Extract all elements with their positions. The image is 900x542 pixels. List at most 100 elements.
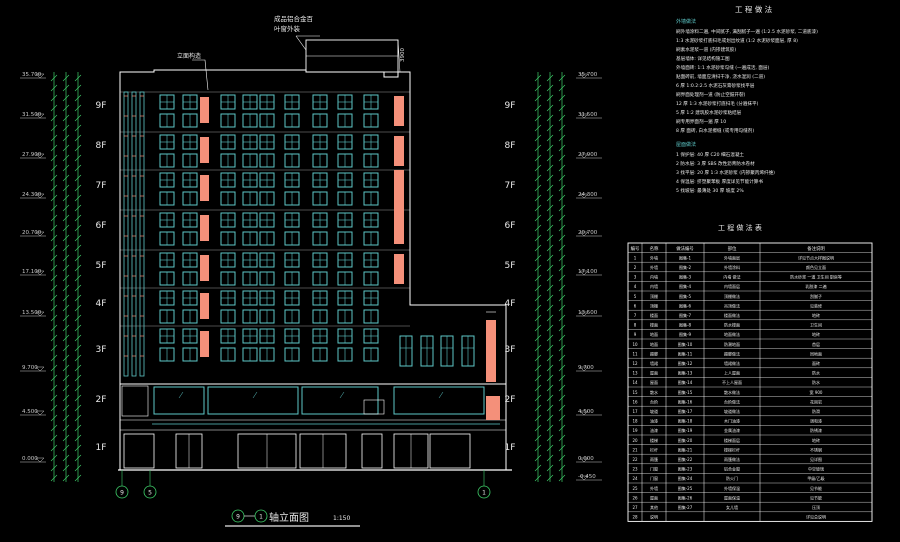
floor-label-left: 3F: [96, 345, 107, 355]
dimension-tick: [546, 84, 554, 92]
dimension-tick: [558, 294, 566, 302]
dimension-tick: [546, 474, 554, 482]
dimension-tick: [74, 154, 82, 162]
wing-accent: [486, 320, 496, 382]
dimension-tick: [74, 224, 82, 232]
dimension-tick: [50, 314, 58, 322]
dimension-tick: [546, 464, 554, 472]
table-header: 备注说明: [807, 245, 825, 252]
dimension-tick: [558, 124, 566, 132]
floor-label-right: 8F: [505, 141, 516, 151]
dimension-tick: [546, 224, 554, 232]
floor-label-left: 1F: [96, 443, 107, 453]
notes-line: 5 厚 1:2 建筑胶水泥砂浆粘结层: [676, 109, 742, 116]
dimension-tick: [546, 114, 554, 122]
notes-line-2: 3 找平层: 20 厚 1:3 水泥砂浆 (内掺聚丙烯纤维): [676, 169, 775, 176]
elevation-marker: [35, 366, 45, 372]
dimension-tick: [50, 104, 58, 112]
elevation-marker: [35, 457, 45, 463]
table-cell: 25: [632, 486, 638, 491]
elevation-value: 0.000: [578, 456, 594, 462]
table-cell: 图集-11: [678, 350, 693, 356]
dimension-tick: [50, 184, 58, 192]
roof-note-2: 叶窗外装: [274, 24, 301, 33]
dimension-tick: [534, 434, 542, 442]
axis-label: 5: [148, 490, 152, 497]
dimension-tick: [50, 424, 58, 432]
dimension-tick: [74, 164, 82, 172]
table-cell: 图集-26: [678, 494, 693, 500]
table-cell: 地砖: [812, 331, 820, 337]
dimension-tick: [62, 324, 70, 332]
dimension-tick: [534, 374, 542, 382]
dimension-tick: [558, 474, 566, 482]
dimension-tick: [546, 94, 554, 102]
floor-label-left: 9F: [96, 101, 107, 111]
table-cell: 防潮地面: [724, 341, 740, 347]
podium-panel: [363, 399, 385, 415]
table-cell: 图集-5: [679, 293, 691, 299]
dimension-tick: [74, 384, 82, 392]
notes-line: 1:3 水泥砂浆打底扫毛或划出纹道 (1:2 水泥砂浆面层, 厚 8): [676, 37, 798, 44]
elevation-marker: [35, 193, 45, 199]
dimension-tick: [62, 284, 70, 292]
dimension-tick: [558, 184, 566, 192]
dimension-tick: [558, 304, 566, 312]
elevation-value: 13.500: [22, 310, 42, 316]
dimension-tick: [558, 274, 566, 282]
dimension-tick: [558, 144, 566, 152]
table-cell: 2: [634, 265, 637, 270]
dimension-tick: [558, 244, 566, 252]
elevation-value: 31.500: [22, 112, 42, 118]
table-cell: 上人屋面: [724, 370, 740, 376]
table-cell: 踢脚做法: [724, 350, 740, 356]
table-cell: 栏杆: [650, 446, 658, 452]
table-cell: 楼面: [650, 312, 658, 318]
dimension-tick: [558, 314, 566, 322]
table-header: 做法编号: [676, 245, 694, 252]
glass-hatch: [178, 391, 184, 399]
floor-label-left: 2F: [96, 395, 107, 405]
table-frame: [627, 242, 873, 522]
table-cell: 楼梯面层: [724, 437, 740, 443]
table-cell: 外墙涂料: [724, 264, 740, 270]
title-axis-b: 1: [259, 514, 263, 521]
table-cell: 屋面: [650, 494, 658, 500]
dimension-tick: [62, 424, 70, 432]
table-cell: 图集-3: [679, 274, 691, 280]
dimension-tick: [74, 274, 82, 282]
dimension-tick: [546, 104, 554, 112]
elevation-marker: [35, 153, 45, 159]
table-cell: 6: [634, 303, 637, 308]
dimension-tick: [558, 224, 566, 232]
table-cell: 面砖: [812, 360, 820, 366]
table-cell: 散水做法: [724, 389, 740, 395]
dimension-tick: [534, 294, 542, 302]
dimension-tick: [74, 374, 82, 382]
dimension-tick: [62, 194, 70, 202]
table-cell: 图集-9: [679, 331, 691, 337]
notes-title: 工 程 做 法: [735, 4, 773, 14]
table-cell: 不上人屋面: [722, 379, 742, 385]
elevation-marker: [35, 73, 45, 79]
floor-label-left: 5F: [96, 261, 107, 271]
table-cell: 图集-13: [678, 370, 693, 376]
table-cell: 14: [632, 380, 638, 385]
dimension-tick: [62, 74, 70, 82]
dimension-tick: [50, 464, 58, 472]
dimension-tick: [546, 144, 554, 152]
table-cell: 散水: [650, 389, 658, 395]
accent-panel: [200, 97, 209, 123]
dimension-tick: [50, 364, 58, 372]
table-cell: 踢脚: [650, 350, 658, 356]
elevation-value: 17.100: [578, 269, 598, 275]
notes-line: 外墙面砖: 1:1 水泥砂浆勾缝 (一遍成活, 面层): [676, 64, 770, 71]
dimension-tick: [558, 384, 566, 392]
dimension-tick: [62, 474, 70, 482]
dimension-tick: [558, 414, 566, 422]
dimension-tick: [74, 234, 82, 242]
dimension-tick: [558, 334, 566, 342]
dimension-tick: [534, 314, 542, 322]
dimension-tick: [74, 194, 82, 202]
